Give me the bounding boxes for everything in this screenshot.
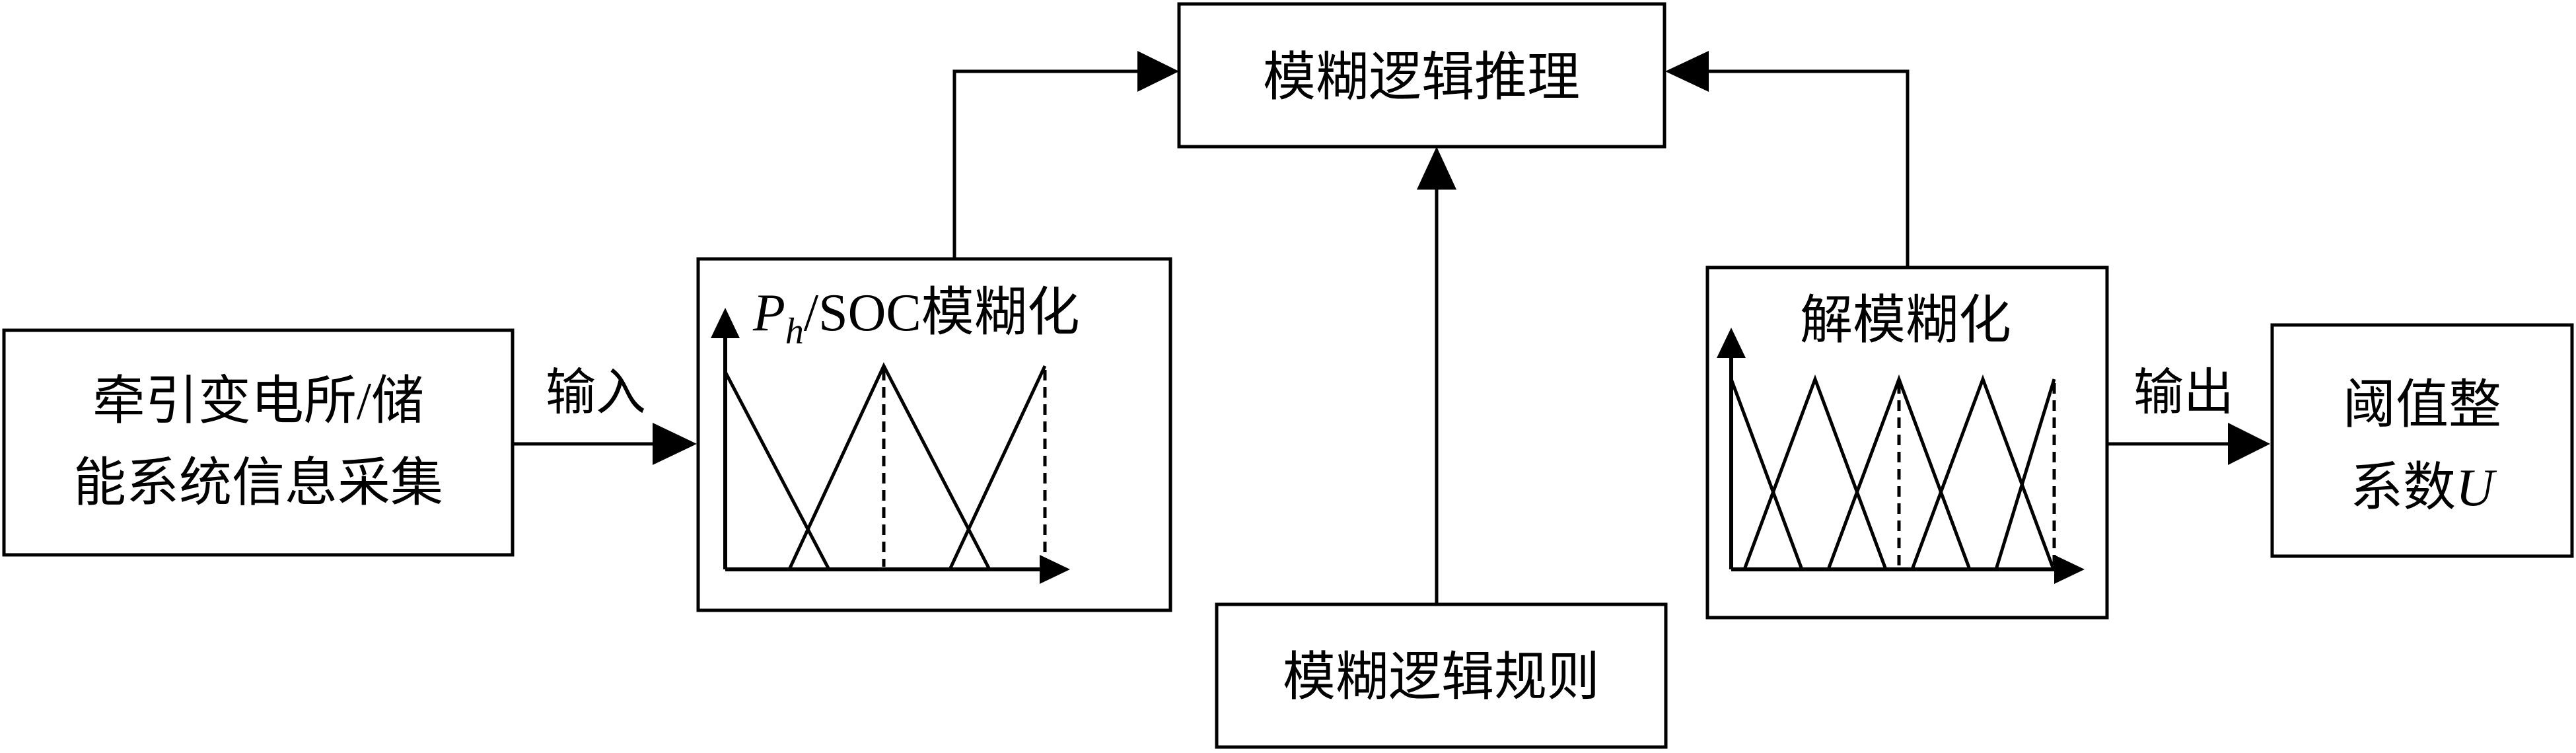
collect-block: 牵引变电所/储 能系统信息采集 xyxy=(2,328,515,557)
output-block: 阈值整 系数U xyxy=(2270,323,2574,558)
input-label: 输入 xyxy=(546,365,646,421)
collect-label-line1: 牵引变电所/储 xyxy=(92,373,424,431)
fuzzify-axes xyxy=(711,308,1070,584)
output-label-line2: 系数U xyxy=(2350,459,2497,517)
defuzzify-mf-2 xyxy=(1742,374,1888,570)
output-label-line2-text: 系数 xyxy=(2350,459,2456,517)
output-arrow: 输出 xyxy=(2107,365,2270,465)
output-label-line1: 阈值整 xyxy=(2343,377,2501,435)
fuzzify-membership-functions xyxy=(723,362,1047,571)
fuzzify-symbol-sub: h xyxy=(785,311,804,352)
fuzzify-mf-middle xyxy=(787,362,991,571)
rules-label: 模糊逻辑规则 xyxy=(1283,649,1600,707)
fuzzify-block: Ph/SOC模糊化 xyxy=(696,257,1172,612)
defuzzify-membership-functions xyxy=(1729,374,2056,570)
output-label: 输出 xyxy=(2133,365,2234,421)
fuzzify-to-inference-arrow xyxy=(952,51,1179,259)
defuzzify-title: 解模糊化 xyxy=(1800,292,2011,350)
defuzzify-mf-4 xyxy=(1910,374,2056,570)
inference-block: 模糊逻辑推理 xyxy=(1177,2,1666,149)
input-arrow: 输入 xyxy=(513,365,697,465)
rules-to-inference-arrow xyxy=(1417,147,1456,604)
defuzzify-axes xyxy=(1717,328,2085,584)
defuzzify-mf-3 xyxy=(1826,374,1972,570)
fuzzify-mf-left xyxy=(723,371,831,571)
collect-label-line2: 能系统信息采集 xyxy=(73,454,443,513)
defuzzify-mf-1 xyxy=(1729,378,1804,570)
fuzzify-title-rest: /SOC模糊化 xyxy=(804,284,1080,342)
output-variable-u: U xyxy=(2456,459,2497,517)
defuzzify-mf-5 xyxy=(1994,378,2056,570)
defuzzify-to-inference-arrow xyxy=(1665,51,1910,268)
rules-block: 模糊逻辑规则 xyxy=(1215,602,1668,749)
fuzzify-title: Ph/SOC模糊化 xyxy=(752,284,1080,352)
inference-label: 模糊逻辑推理 xyxy=(1263,49,1580,107)
fuzzify-mf-right xyxy=(948,365,1047,571)
defuzzify-block: 解模糊化 xyxy=(1705,266,2109,620)
fuzzify-symbol-p: P xyxy=(752,284,785,342)
